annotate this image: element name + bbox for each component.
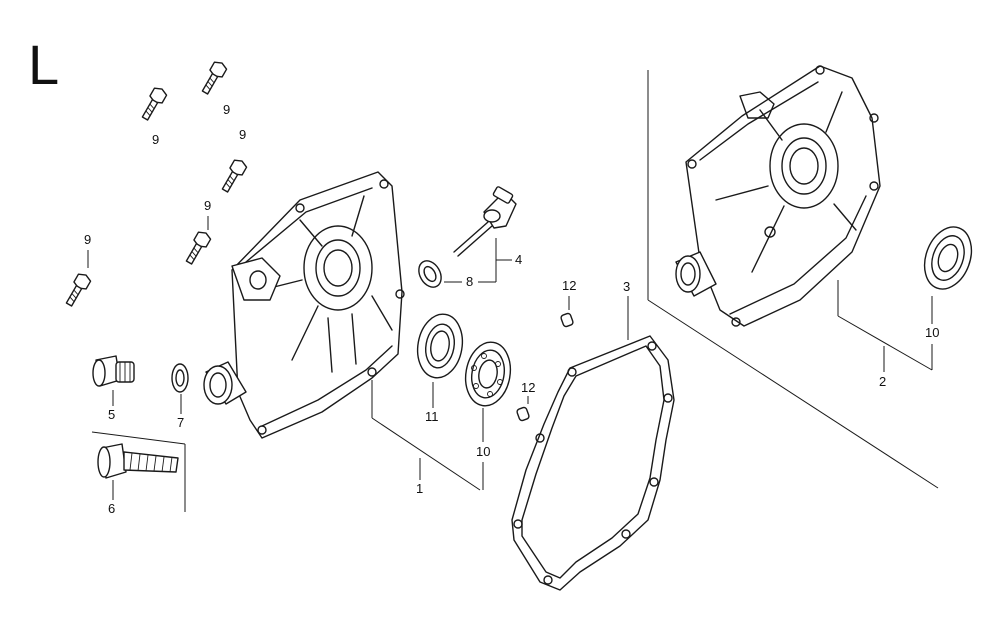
bolt-9-top-left <box>141 87 168 121</box>
bolt-9-left <box>65 273 92 307</box>
dowel-pin-12-lower <box>516 406 530 422</box>
section-letter: L <box>28 33 59 96</box>
oil-plug-6 <box>97 443 179 479</box>
callout-12: 12 <box>562 278 576 293</box>
callout-12: 12 <box>521 380 535 395</box>
gasket-3 <box>511 335 675 591</box>
callout-10: 10 <box>476 444 490 459</box>
oil-seal-10 <box>923 226 973 290</box>
oil-gauge-4 <box>453 186 517 257</box>
callout-10: 10 <box>925 325 939 340</box>
dowel-pin-12-upper <box>560 312 574 328</box>
callout-1: 1 <box>416 481 423 496</box>
oil-seal-8 <box>418 260 442 288</box>
callout-9: 9 <box>239 127 246 142</box>
callout-9: 9 <box>84 232 91 247</box>
callout-9: 9 <box>152 132 159 147</box>
callout-11: 11 <box>425 409 439 424</box>
bolt-9-lower <box>185 231 212 265</box>
bolt-9-mid <box>221 159 248 193</box>
drain-plug-5 <box>92 355 135 387</box>
crankcase-cover-1 <box>203 171 405 439</box>
callout-6: 6 <box>108 501 115 516</box>
washer-7 <box>171 363 189 393</box>
bolt-9-top <box>201 61 228 95</box>
callout-5: 5 <box>108 407 115 422</box>
callout-4: 4 <box>515 252 522 267</box>
callout-2: 2 <box>879 374 886 389</box>
callout-9: 9 <box>223 102 230 117</box>
callout-8: 8 <box>466 274 473 289</box>
callout-7: 7 <box>177 415 184 430</box>
callout-9: 9 <box>204 198 211 213</box>
callout-3: 3 <box>623 279 630 294</box>
bearing-10 <box>464 341 512 407</box>
crankcase-cover-2 <box>675 65 881 327</box>
oil-seal-11 <box>416 313 464 379</box>
